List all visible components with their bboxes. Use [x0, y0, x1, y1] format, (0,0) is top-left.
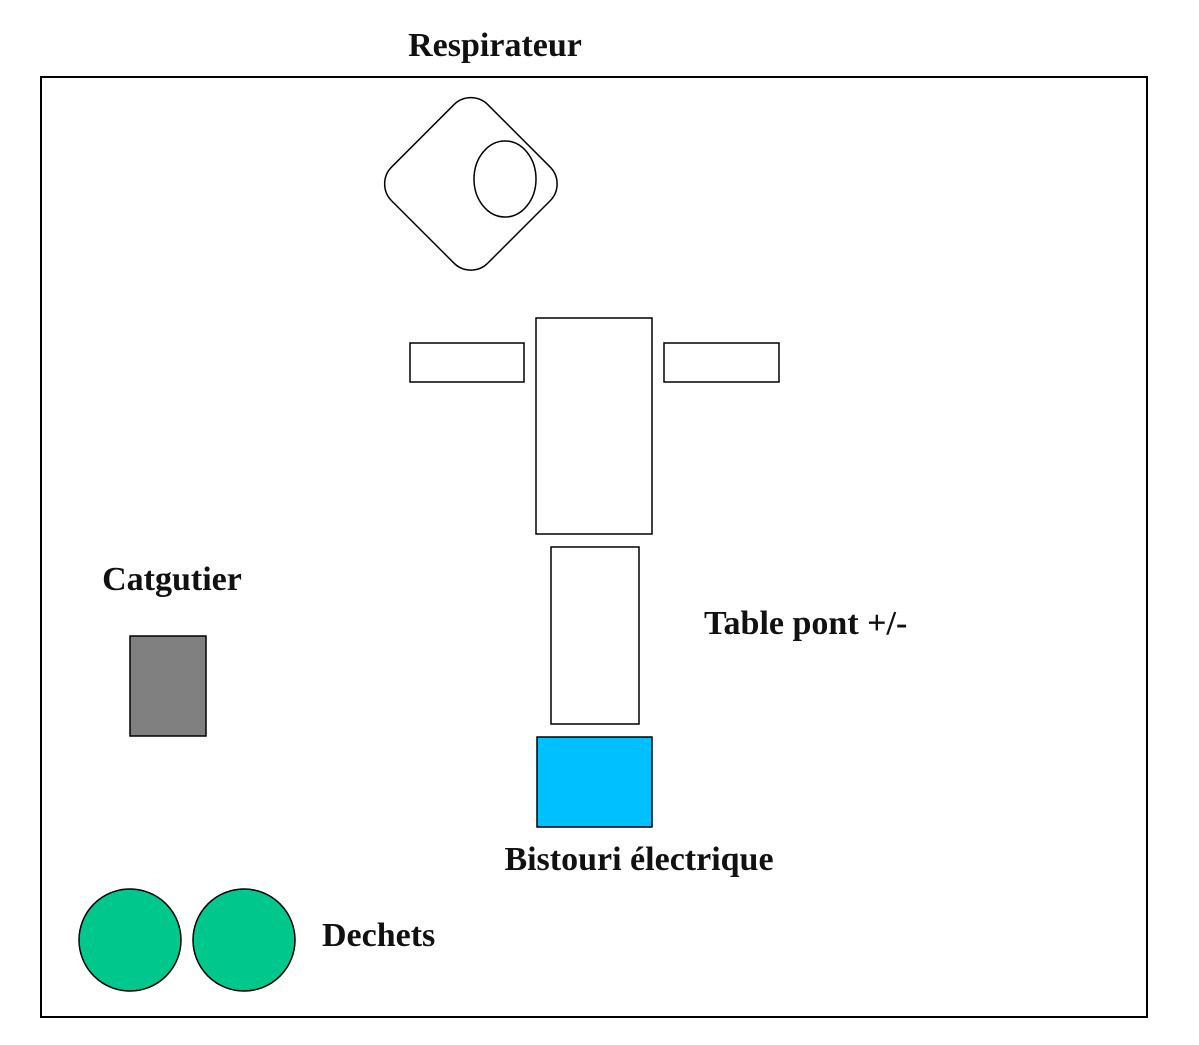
dechets-bin-1 — [78, 888, 182, 992]
table-upper-section — [535, 317, 653, 535]
bistouri-label: Bistouri électrique — [504, 841, 773, 878]
dechets-label: Dechets — [322, 917, 435, 954]
dechets-icon — [78, 888, 296, 992]
table-lower-section — [550, 546, 640, 725]
room-outline — [40, 76, 1148, 1018]
dechets-bin-2 — [192, 888, 296, 992]
respirateur-icon — [383, 96, 558, 271]
operating-table-icon — [409, 317, 780, 725]
table-arm-right — [663, 342, 780, 383]
table-arm-left — [409, 342, 525, 383]
catgutier-icon — [129, 635, 207, 737]
catgutier-label: Catgutier — [102, 561, 242, 598]
bistouri-icon — [536, 736, 653, 828]
respirateur-label: Respirateur — [408, 27, 582, 64]
table-pont-label: Table pont +/- — [704, 605, 907, 642]
